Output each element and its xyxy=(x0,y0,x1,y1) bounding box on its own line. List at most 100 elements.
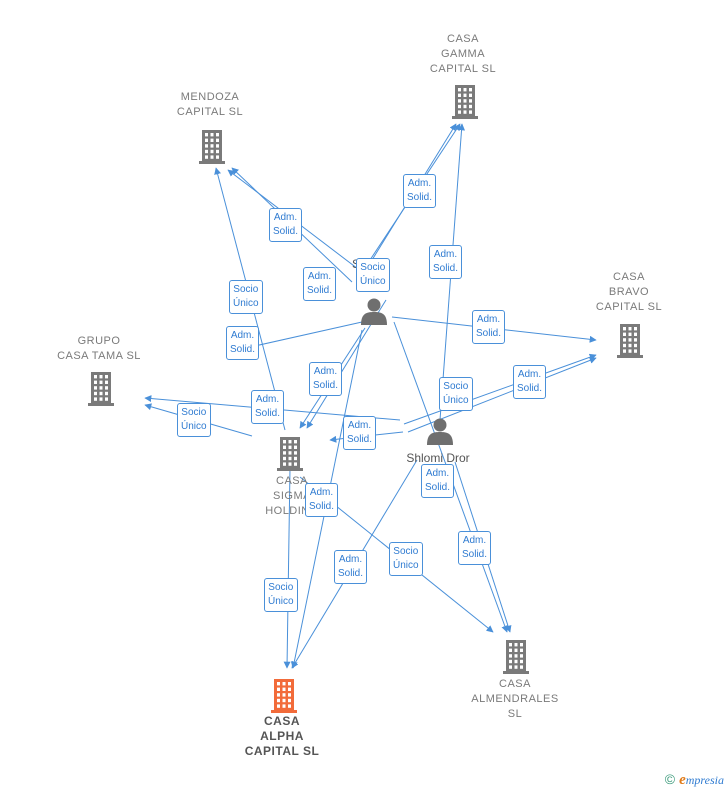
edge-label-line: Adm. xyxy=(255,394,280,405)
edge-label-l8[interactable]: Adm. Solid. xyxy=(226,326,260,360)
edge-label-l3[interactable]: Adm. Solid. xyxy=(303,267,337,301)
company-label-line: ALMENDRALES xyxy=(471,693,558,705)
edge-label-line: Adm. xyxy=(313,366,338,377)
company-label-line: CASA xyxy=(499,678,531,690)
edge-label-line: Adm. xyxy=(425,468,450,479)
edge-label-line: Solid. xyxy=(407,192,433,203)
copyright-icon: © xyxy=(664,771,676,787)
edge-label-line: Socio xyxy=(360,262,386,273)
company-label-line: SL xyxy=(508,708,522,720)
edge-label-l14[interactable]: Adm. Solid. xyxy=(343,416,377,450)
edge-label-l13[interactable]: Adm. Solid. xyxy=(251,390,285,424)
edge-label-line: Único xyxy=(233,298,259,309)
edge-label-line: Único xyxy=(443,395,469,406)
edge-label-line: Adm. xyxy=(307,271,332,282)
edge-label-line: Solid. xyxy=(433,263,459,274)
edge-label-line: Socio xyxy=(233,284,259,295)
relation-edge xyxy=(283,467,291,669)
edge-label-line: Solid. xyxy=(476,328,502,339)
company-almendrales-building-icon[interactable] xyxy=(503,640,529,674)
edge-label-line: Solid. xyxy=(462,549,488,560)
person-p1-icon[interactable] xyxy=(361,298,387,326)
edge-label-line: Solid. xyxy=(313,380,339,391)
edge-label-line: Adm. xyxy=(338,554,363,565)
company-bravo-label[interactable]: CASA BRAVO CAPITAL SL xyxy=(596,271,662,313)
edge-label-line: Adm. xyxy=(433,249,458,260)
edge-label-line: Socio xyxy=(181,407,207,418)
company-label-line: CAPITAL SL xyxy=(596,301,662,313)
edge-label-l2[interactable]: Adm. Solid. xyxy=(269,208,303,242)
edge-label-line: Único xyxy=(393,560,419,571)
edge-label-line: Socio xyxy=(443,381,469,392)
edge-label-line: Solid. xyxy=(307,285,333,296)
relation-edge xyxy=(403,353,597,425)
edge-label-l9[interactable]: Adm. Solid. xyxy=(309,362,343,396)
edge-label-l5[interactable]: Adm. Solid. xyxy=(429,245,463,279)
brand-name: mpresia xyxy=(685,773,724,787)
edge-label-line: Solid. xyxy=(347,434,373,445)
edge-label-line: Único xyxy=(360,276,386,287)
company-almendrales-label[interactable]: CASA ALMENDRALES SL xyxy=(471,678,558,720)
edge-label-line: Adm. xyxy=(462,535,487,546)
company-label-line: CASA xyxy=(276,475,308,487)
company-label-line: BRAVO xyxy=(609,286,649,298)
company-alpha-building-icon[interactable] xyxy=(271,679,297,713)
company-label-line: CAPITAL SL xyxy=(177,106,243,118)
company-label-line: CASA xyxy=(447,33,479,45)
edge-label-l19[interactable]: Adm. Solid. xyxy=(334,550,368,584)
edge-label-line: Socio xyxy=(393,546,419,557)
edge-label-l7[interactable]: Adm. Solid. xyxy=(472,310,506,344)
company-mendoza-label[interactable]: MENDOZA CAPITAL SL xyxy=(177,91,243,118)
company-label-line: CAPITAL SL xyxy=(245,744,320,758)
edge-label-line: Único xyxy=(268,596,294,607)
edge-label-l15[interactable]: Adm. Solid. xyxy=(421,464,455,498)
edge-label-l17[interactable]: Adm. Solid. xyxy=(458,531,492,565)
company-gamma-label[interactable]: CASA GAMMA CAPITAL SL xyxy=(430,33,496,75)
edge-label-line: Adm. xyxy=(476,314,501,325)
edge-label-line: Solid. xyxy=(338,568,364,579)
person-p2-icon[interactable] xyxy=(427,418,453,446)
edge-label-line: Solid. xyxy=(230,344,256,355)
company-mendoza-building-icon[interactable] xyxy=(199,130,225,164)
edge-label-line: Solid. xyxy=(517,383,543,394)
edge-label-l1[interactable]: Adm. Solid. xyxy=(403,174,437,208)
company-label-line: CAPITAL SL xyxy=(430,63,496,75)
company-label-line: CASA xyxy=(264,714,300,728)
edge-label-line: Adm. xyxy=(407,178,432,189)
edge-label-line: Adm. xyxy=(517,369,542,380)
empresia-brand: ©empresia xyxy=(665,771,724,789)
company-bravo-building-icon[interactable] xyxy=(617,324,643,358)
edge-label-line: Adm. xyxy=(347,420,372,431)
company-label-line: ALPHA xyxy=(260,729,304,743)
edge-label-line: Solid. xyxy=(309,501,335,512)
brand-initial: e xyxy=(679,772,686,788)
edge-label-line: Adm. xyxy=(273,212,298,223)
edge-label-line: Solid. xyxy=(255,408,281,419)
company-label-line: SIGMA xyxy=(273,490,311,502)
edge-label-line: Solid. xyxy=(273,226,299,237)
edge-label-l16[interactable]: Adm. Solid. xyxy=(305,483,339,517)
edge-label-line: Adm. xyxy=(230,330,255,341)
company-label-line: MENDOZA xyxy=(181,91,240,103)
edge-label-line: Socio xyxy=(268,582,294,593)
company-sigma-building-icon[interactable] xyxy=(277,437,303,471)
company-tama-building-icon[interactable] xyxy=(88,372,114,406)
person-p2-name[interactable]: Shlomi Dror xyxy=(406,451,469,465)
edge-label-line: Adm. xyxy=(309,487,334,498)
edge-label-l11[interactable]: Adm. Solid. xyxy=(513,365,547,399)
edge-label-line: Único xyxy=(181,421,207,432)
edge-label-line: Solid. xyxy=(425,482,451,493)
company-gamma-building-icon[interactable] xyxy=(452,85,478,119)
company-label-line: GAMMA xyxy=(441,48,485,60)
company-label-line: GRUPO xyxy=(78,335,121,347)
company-label-line: CASA xyxy=(613,271,645,283)
